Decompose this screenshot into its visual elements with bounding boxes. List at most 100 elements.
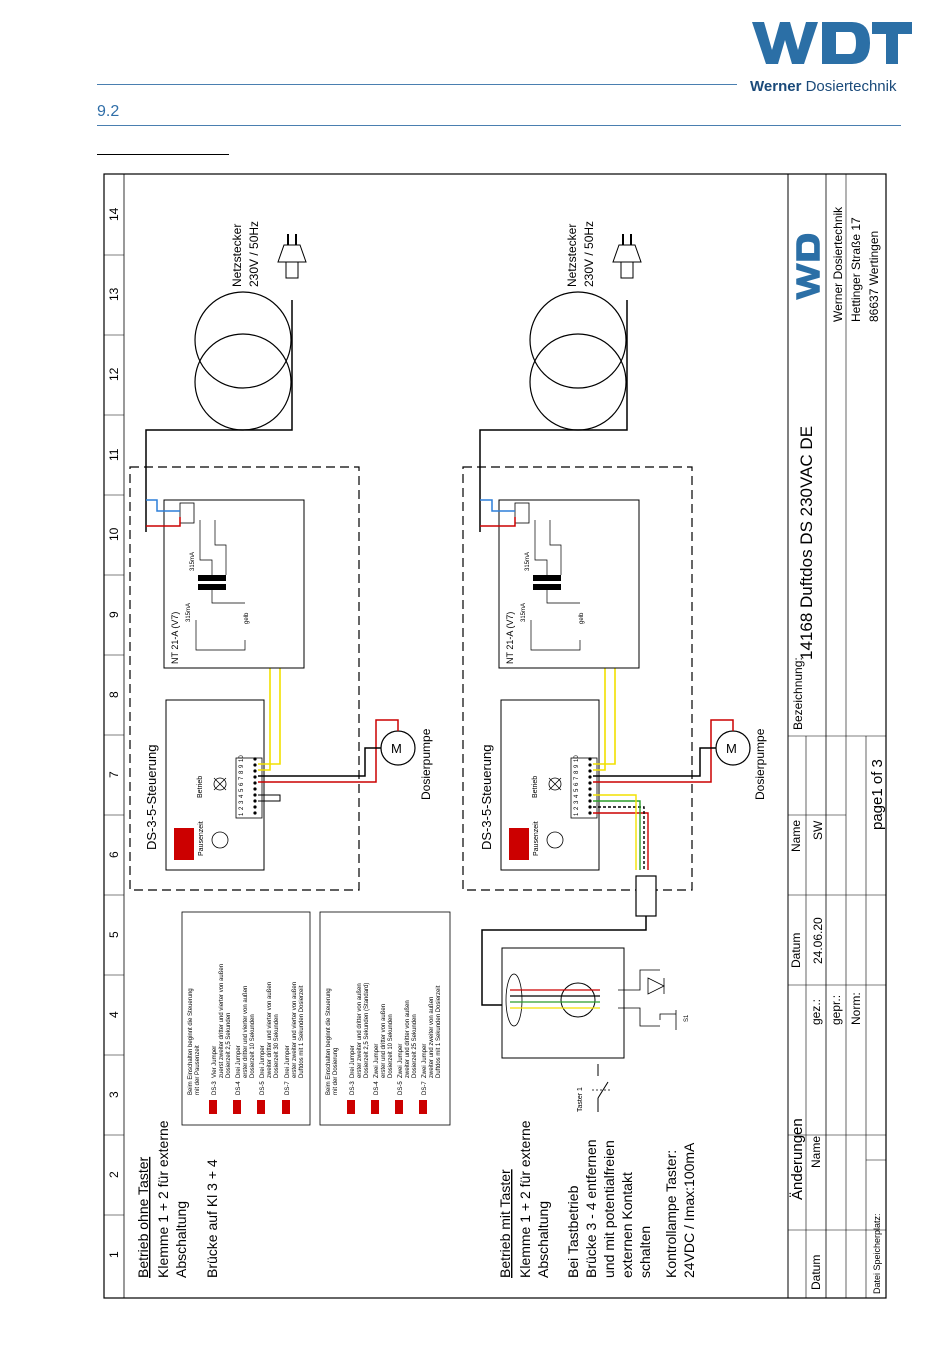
svg-text:Dosierzeit 2,5 Sekunden (Stand: Dosierzeit 2,5 Sekunden (Standard) [364,983,370,1078]
grid-num-7: 7 [107,771,121,778]
svg-text:DS-4: DS-4 [374,1081,380,1095]
svg-text:9: 9 [574,764,580,768]
svg-text:M: M [726,741,737,756]
svg-text:Dosierzeit 10 Sekunden: Dosierzeit 10 Sekunden [388,1014,394,1078]
svg-text:Dosierzeit 10 Sekunden: Dosierzeit 10 Sekunden [250,1014,256,1078]
svg-text:erster dritter und vierter von: erster dritter und vierter von außen [243,986,249,1078]
svg-text:Zwei Jumper: Zwei Jumper [398,1044,404,1078]
tb-company2: Hettinger Straße 17 [849,217,863,322]
svg-text:7: 7 [239,776,245,780]
svg-text:4: 4 [574,794,580,798]
svg-text:Dosierzeit 2,5 Sekunden: Dosierzeit 2,5 Sekunden [226,1013,232,1078]
top-psu-label: NT 21-A (V7) [170,612,180,664]
grid-num-9: 9 [107,611,121,618]
jumper-note-top: Beim Einschalten beginnt die Steuerung m… [181,911,311,1126]
grid-num-13: 13 [107,287,121,301]
top-circuit: DS-3-5-Steuerung Pausenzeit Betrieb 1 2 … [129,221,433,891]
svg-text:Pausenzeit: Pausenzeit [533,821,540,856]
svg-text:Pausenzeit: Pausenzeit [198,821,205,856]
svg-text:6: 6 [574,782,580,786]
svg-text:Zwei Jumper: Zwei Jumper [374,1044,380,1078]
brand-name: Werner Dosiertechnik [750,78,897,95]
svg-text:mit der Dosierung: mit der Dosierung [333,1048,339,1095]
grid-num-14: 14 [107,207,121,221]
bottom-psu-label: NT 21-A (V7) [505,612,515,664]
svg-text:7: 7 [574,776,580,780]
taster-symbol: Taster 1 [577,1064,610,1112]
svg-text:315mA: 315mA [525,552,531,571]
svg-text:zweiter und zweiter von außen: zweiter und zweiter von außen [429,997,435,1078]
bottom-mode-title: Betrieb mit Taster [497,1169,513,1278]
svg-text:10: 10 [574,755,580,762]
svg-text:DS-5: DS-5 [398,1081,404,1095]
bottom-pump-label: Dosierpumpe [753,728,767,800]
tb-bezeichnung-label: Bezeichnung: [791,657,805,730]
svg-text:erster und dritter von außen: erster und dritter von außen [381,1004,387,1078]
bottom-line6: externen Kontakt [619,1172,635,1278]
svg-text:erster zweiter und dritter von: erster zweiter und dritter von außen [357,983,363,1078]
tb-norm: Norm: [849,992,863,1025]
bottom-controller-label: DS-3-5-Steuerung [479,745,494,851]
grid-num-10: 10 [107,527,121,541]
svg-text:Dosierzeit 25 Sekunden: Dosierzeit 25 Sekunden [412,1014,418,1078]
svg-text:Duftdos mit 1 Sekunden Dosierz: Duftdos mit 1 Sekunden Dosierzeit [299,985,305,1078]
tb-bezeichnung: 14168 Duftdos DS 230VAC DE [797,426,816,660]
tb-datum: Datum [809,1255,823,1290]
svg-text:DS-7: DS-7 [285,1081,291,1095]
tb-company1: Werner Dosiertechnik [831,206,845,322]
svg-text:gelb: gelb [579,612,585,624]
svg-text:S1: S1 [684,1014,690,1022]
svg-text:Drei Jumper: Drei Jumper [236,1045,242,1078]
svg-text:1: 1 [239,812,245,816]
grid-num-1: 1 [107,1251,121,1258]
svg-text:DS-3: DS-3 [350,1081,356,1095]
tb-name2: Name [789,820,803,852]
svg-text:315mA: 315mA [190,552,196,571]
top-controller-label: DS-3-5-Steuerung [144,745,159,851]
svg-text:Drei Jumper: Drei Jumper [260,1045,266,1078]
svg-text:4: 4 [239,794,245,798]
grid-num-11: 11 [107,448,121,461]
svg-text:Drei Jumper: Drei Jumper [285,1045,291,1078]
top-pump-label: Dosierpumpe [419,728,433,800]
bottom-line7: schalten [637,1226,653,1278]
svg-text:Beim Einschalten beginnt die S: Beim Einschalten beginnt die Steuerung [326,988,332,1095]
svg-text:8: 8 [574,770,580,774]
svg-text:Betrieb: Betrieb [532,776,539,798]
svg-text:zuerst zweiter dritter und vie: zuerst zweiter dritter und vierter von a… [219,964,225,1078]
grid-num-2: 2 [107,1171,121,1178]
svg-text:6: 6 [239,782,245,786]
svg-text:M: M [391,741,402,756]
section-rule [97,125,901,126]
svg-text:zweiter und dritter von außen: zweiter und dritter von außen [405,1000,411,1078]
bottom-line3: Bei Tastbetrieb [565,1185,581,1278]
bottom-line5: und mit potentialfreien [601,1140,617,1278]
top-line1: Klemme 1 + 2 für externe [155,1120,171,1278]
svg-text:5: 5 [239,788,245,792]
svg-text:DS-7: DS-7 [422,1081,428,1095]
svg-text:DS-4: DS-4 [236,1081,242,1095]
svg-text:Betrieb: Betrieb [197,776,204,798]
tb-company3: 86637 Wertingen [867,231,881,322]
top-line3: Brücke auf Kl 3 + 4 [204,1159,220,1278]
tb-name: Name [809,1136,823,1168]
svg-text:Vier Jumper: Vier Jumper [212,1046,218,1078]
header-rule [97,84,737,85]
tb-name-value: SW [811,820,825,840]
bottom-line4: Brücke 3 - 4 entfernen [583,1139,599,1278]
bottom-circuit: DS-3-5-Steuerung Pausenzeit Betrieb 1 2 … [462,221,767,1059]
grid-num-6: 6 [107,851,121,858]
jumper-note-bottom: Beim Einschalten beginnt die Steuerung m… [319,911,451,1126]
svg-text:Zwei Jumper: Zwei Jumper [422,1044,428,1078]
wdt-logo [752,18,912,73]
svg-text:gelb: gelb [244,612,250,624]
tb-gez: gez.: [809,999,823,1025]
tb-speicherplatz: Datei Speicherplatz: [872,1213,882,1294]
grid-num-3: 3 [107,1091,121,1098]
grid-num-12: 12 [107,367,121,381]
tb-datum2: Datum [789,933,803,968]
tb-date-value: 24.06.20 [811,917,825,964]
svg-text:3: 3 [574,800,580,804]
bottom-plug-label2: 230V / 50Hz [582,221,596,287]
svg-text:315mA: 315mA [521,603,527,622]
